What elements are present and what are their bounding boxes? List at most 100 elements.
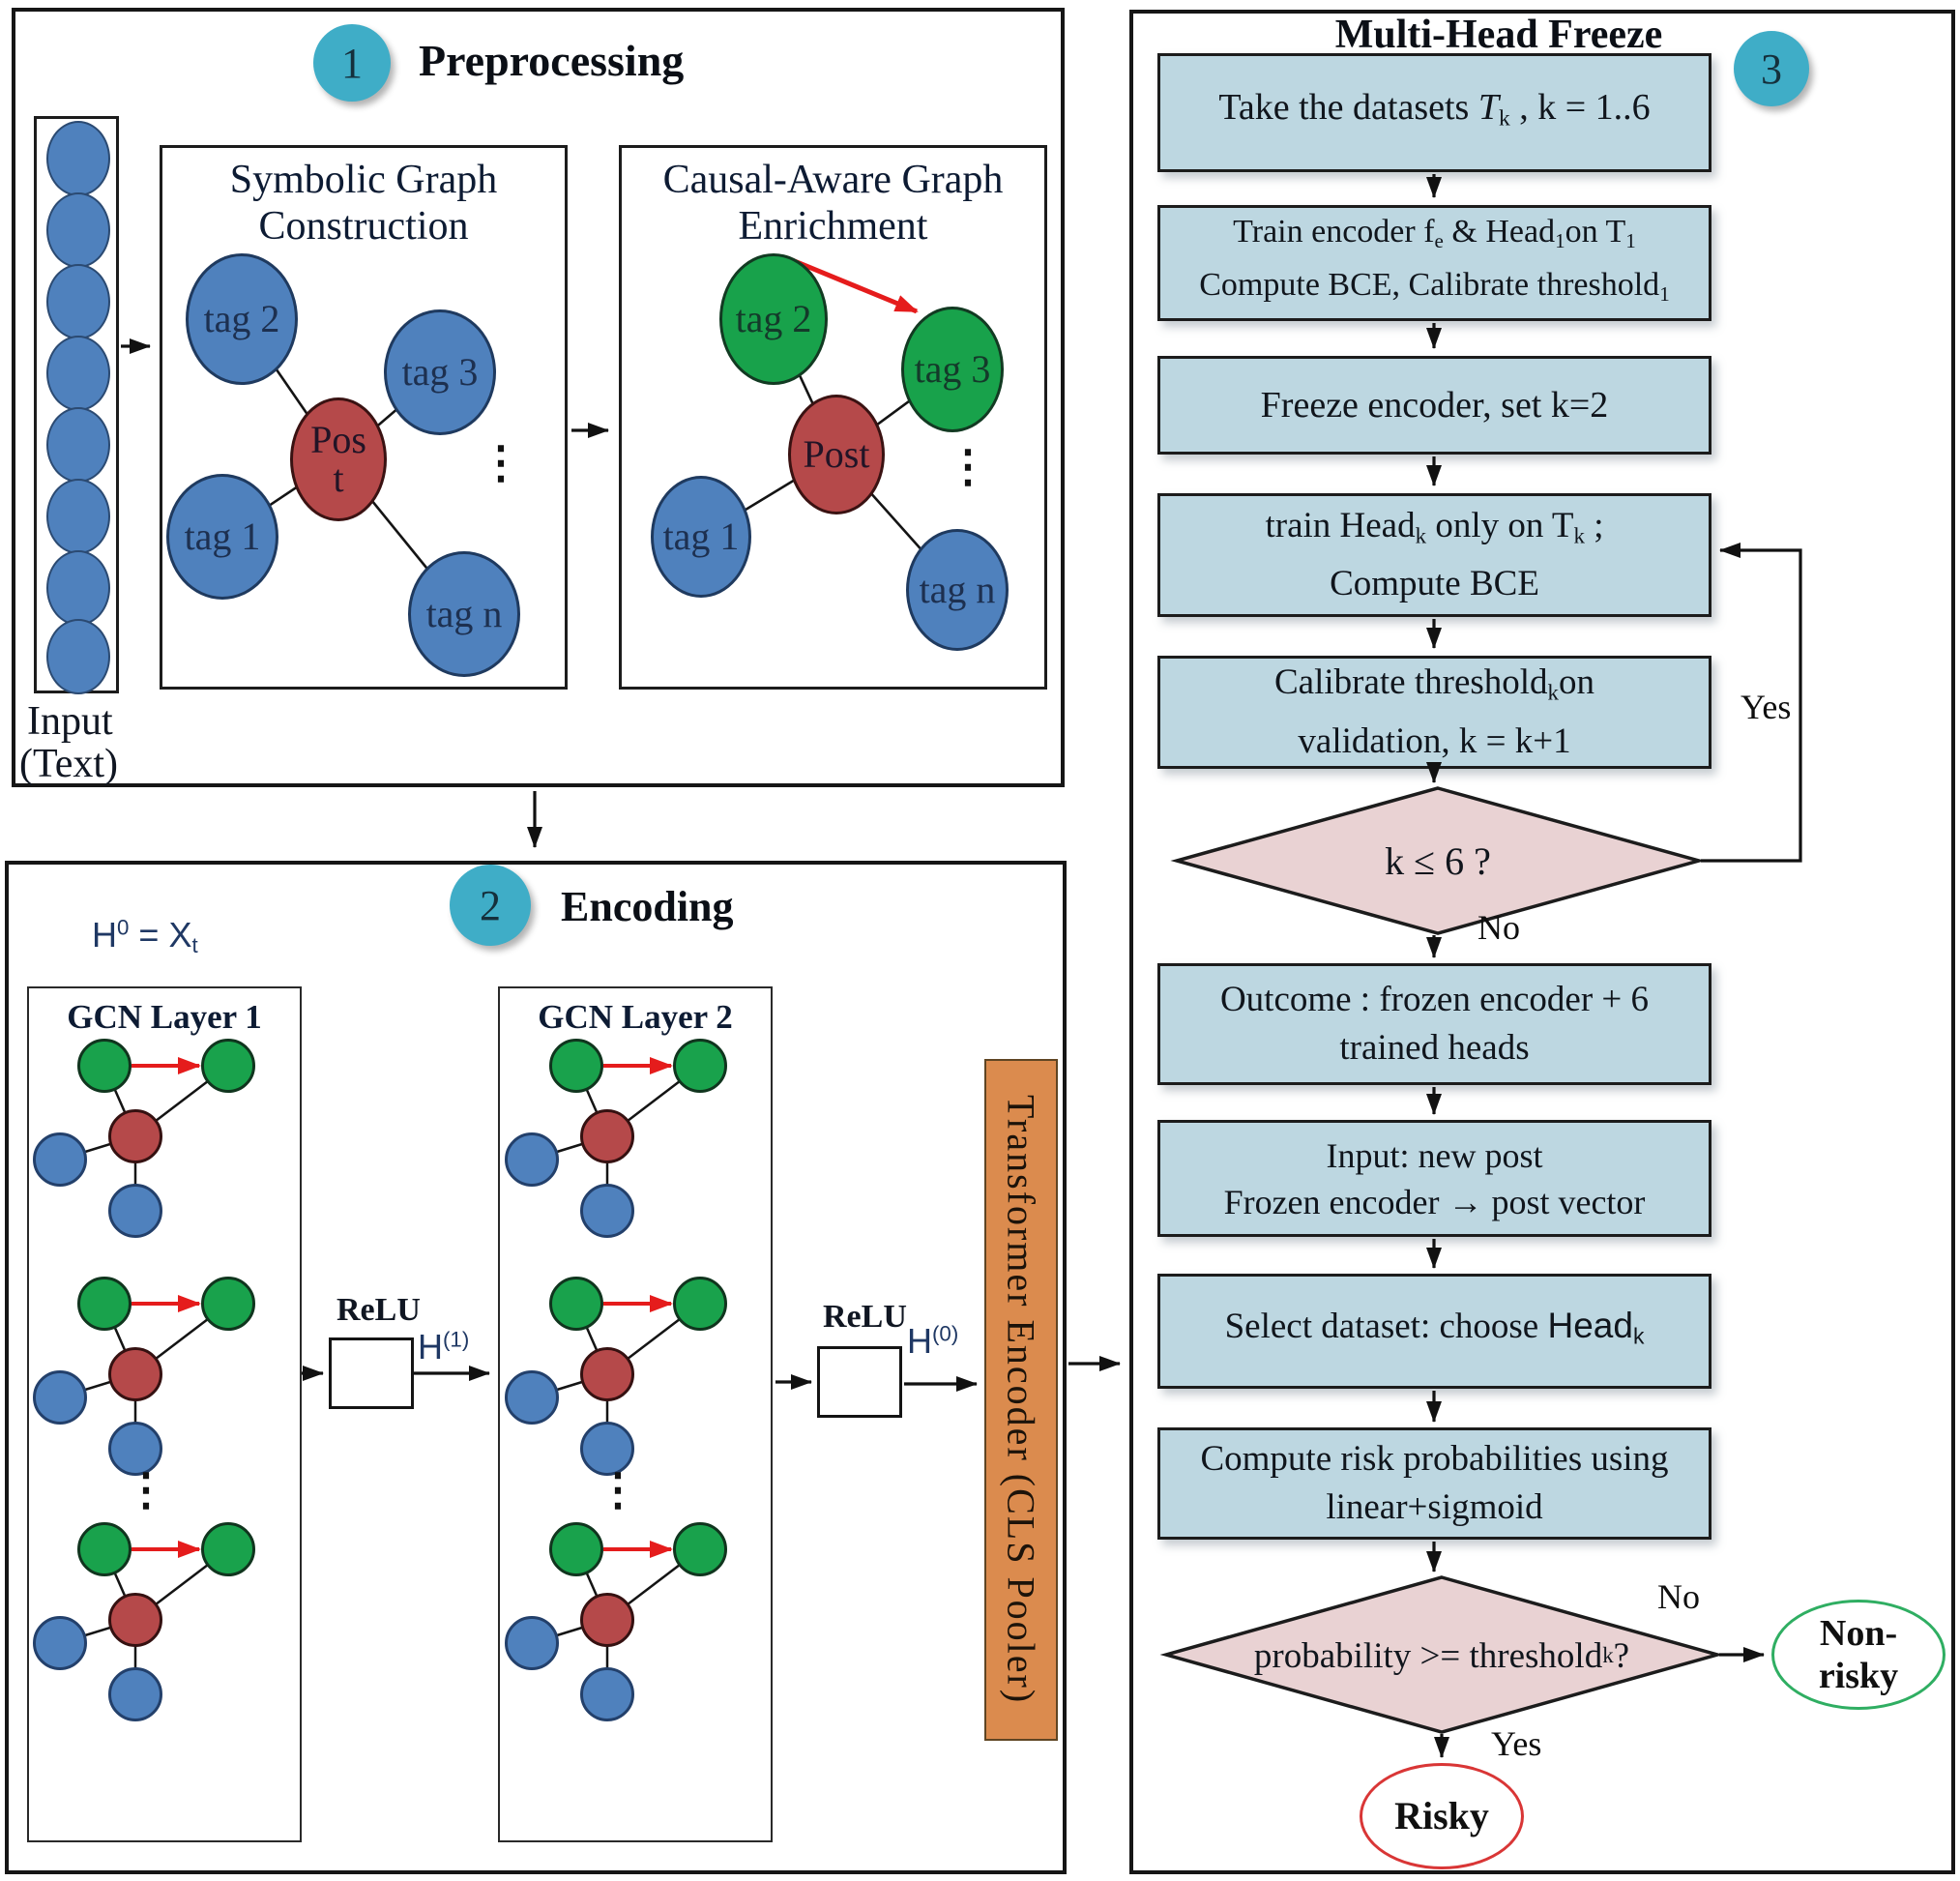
gcn-blue-node — [505, 1616, 559, 1670]
gcn-blue-node — [33, 1132, 87, 1187]
gcn-green-node — [673, 1039, 727, 1093]
b4-l1c: ; — [1585, 505, 1604, 545]
gcn-blue-node — [505, 1132, 559, 1187]
symbolic-title-line2: Construction — [258, 204, 469, 249]
gcn2-ellipsis: ⋮ — [596, 1465, 640, 1514]
step1-number: 1 — [341, 39, 363, 87]
b2-l2a: Compute BCE, Calibrate threshold — [1199, 267, 1660, 303]
h1-label: H(1) — [418, 1327, 469, 1367]
gcn-green-node — [77, 1039, 132, 1093]
flow-box-freeze-encoder: Freeze encoder, set k=2 — [1157, 356, 1711, 455]
risky-terminal: Risky — [1360, 1763, 1524, 1869]
train-head-line1: train Headk only on Tk ; — [1265, 502, 1603, 560]
new-post-line2: Frozen encoder → post vector — [1224, 1179, 1646, 1225]
gcn-green-node — [77, 1522, 132, 1576]
take-datasets-text: Take the datasets Tk , k = 1..6 — [1218, 84, 1650, 142]
tag2-label: tag 2 — [203, 297, 280, 340]
gcn-green-node — [201, 1277, 255, 1331]
gcn-green-node — [77, 1277, 132, 1331]
k-le-6-text: k ≤ 6 ? — [1385, 838, 1491, 883]
step3-number: 3 — [1761, 44, 1782, 93]
gcn-blue-node — [108, 1667, 162, 1721]
tag3-label: tag 3 — [401, 350, 479, 394]
b5-l1s: k — [1547, 680, 1560, 705]
gcn-green-node — [673, 1522, 727, 1576]
relu2-box — [817, 1346, 902, 1418]
flow-box-train-encoder: Train encoder fe & Head1on T1 Compute BC… — [1157, 205, 1711, 321]
flow-box-select-dataset: Select dataset: choose Headk — [1157, 1274, 1711, 1389]
b8-head: Head — [1547, 1306, 1633, 1346]
b2-l1b: & Head — [1443, 214, 1556, 250]
h-out-base: H — [907, 1321, 932, 1361]
flow-box-new-post: Input: new post Frozen encoder → post ve… — [1157, 1120, 1711, 1237]
step1-badge: 1 — [313, 24, 391, 102]
gcn-red-node — [580, 1109, 634, 1163]
causal-post-node: Post — [788, 395, 885, 514]
causal-tag2-node: tag 2 — [719, 253, 828, 385]
gcn-red-node — [108, 1109, 162, 1163]
symbolic-post-node: Pos t — [290, 397, 387, 521]
b8-a: Select dataset: choose — [1224, 1307, 1548, 1347]
input-label-line1: Input — [27, 699, 113, 744]
symbolic-ellipsis: ⋮ — [479, 438, 523, 487]
train-encoder-line2: Compute BCE, Calibrate threshold1 — [1199, 263, 1669, 316]
symbolic-tag2-node: tag 2 — [186, 253, 298, 385]
b8-sub: k — [1632, 1323, 1645, 1349]
outcome-line2: trained heads — [1339, 1028, 1530, 1068]
b7-l2b: post vector — [1482, 1182, 1646, 1221]
b1-t1: Take the datasets — [1218, 86, 1478, 128]
gcn1-title: GCN Layer 1 — [67, 998, 262, 1036]
causal-tag1-node: tag 1 — [651, 476, 751, 598]
input-token-ellipse — [46, 479, 110, 554]
multihead-title: Multi-Head Freeze — [1334, 13, 1663, 57]
step2-badge: 2 — [450, 865, 531, 946]
b2-l1s1: e — [1434, 229, 1444, 252]
flow-box-calibrate-threshold: Calibrate thresholdkon validation, k = k… — [1157, 656, 1711, 769]
flow-box-take-datasets: Take the datasets Tk , k = 1..6 — [1157, 53, 1711, 172]
no-after-k6-label: No — [1477, 908, 1520, 947]
b1-T: T — [1477, 86, 1499, 128]
gcn-blue-node — [580, 1184, 634, 1238]
causal-tagn-node: tag n — [906, 529, 1009, 651]
nonrisky-terminal: Non- risky — [1771, 1600, 1945, 1710]
causal-title-line2: Enrichment — [738, 204, 928, 249]
transformer-encoder-box: Transformer Encoder (CLS Pooler) — [984, 1059, 1058, 1741]
gcn-green-node — [673, 1277, 727, 1331]
gcn-green-node — [201, 1039, 255, 1093]
d2-b: ? — [1613, 1635, 1630, 1676]
b1-t2: , k = 1..6 — [1509, 86, 1651, 128]
encoding-title: Encoding — [561, 883, 734, 930]
b4-l1s2: k — [1573, 523, 1585, 548]
gcn-blue-node — [108, 1184, 162, 1238]
gcn-green-node — [549, 1039, 603, 1093]
relu1-box — [329, 1337, 414, 1409]
d2-sub: k — [1602, 1643, 1614, 1667]
flow-box-train-head: train Headk only on Tk ; Compute BCE — [1157, 493, 1711, 617]
h1-sup: (1) — [443, 1327, 470, 1352]
symbolic-tagn-node: tag n — [408, 551, 520, 677]
tagn-label: tag n — [919, 568, 996, 611]
h0-eq: = X — [129, 915, 192, 955]
gcn1-ellipsis: ⋮ — [124, 1465, 168, 1514]
step2-number: 2 — [480, 881, 501, 929]
relu1-label: ReLU — [336, 1292, 421, 1328]
gcn-green-node — [549, 1277, 603, 1331]
h0-base: H — [92, 915, 117, 955]
yes-loop-label: Yes — [1741, 688, 1792, 726]
gcn-blue-node — [580, 1667, 634, 1721]
b5-l1a: Calibrate threshold — [1273, 662, 1548, 703]
gcn-blue-node — [33, 1616, 87, 1670]
h-out-sup: (0) — [932, 1321, 959, 1346]
yes-risky-label: Yes — [1491, 1724, 1542, 1763]
post-label-line1: Pos — [310, 418, 366, 461]
train-head-line2: Compute BCE — [1330, 564, 1539, 604]
symbolic-tag3-node: tag 3 — [384, 309, 496, 435]
b2-l1c: on T — [1565, 214, 1626, 250]
gcn-green-node — [201, 1522, 255, 1576]
risky-label: Risky — [1394, 1794, 1489, 1837]
tag1-label: tag 1 — [662, 514, 740, 558]
calibrate-line1: Calibrate thresholdkon — [1274, 659, 1594, 717]
tagn-label: tag n — [425, 592, 503, 635]
